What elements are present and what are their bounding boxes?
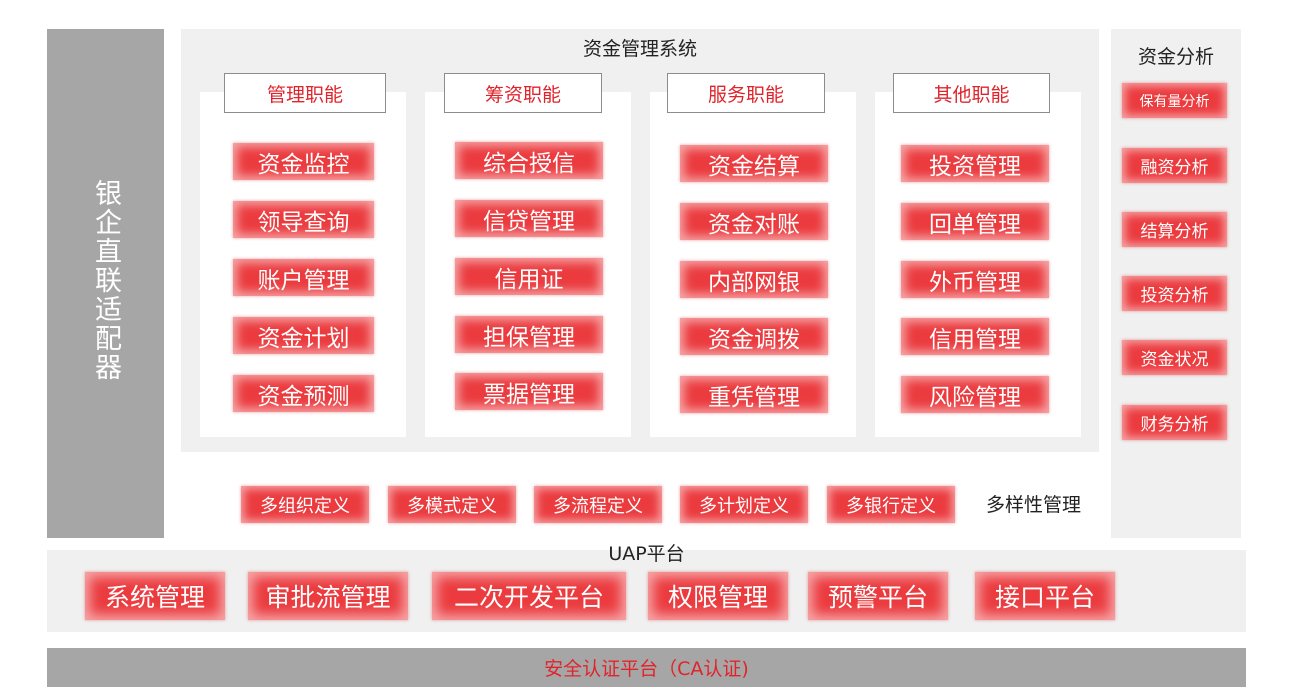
fund-monitoring-button[interactable]: 资金监控 xyxy=(233,143,374,180)
fund-settlement-button[interactable]: 资金结算 xyxy=(680,145,828,182)
bank-enterprise-adapter-bar xyxy=(47,29,164,538)
financing-functions-header: 筹资职能 xyxy=(444,73,602,113)
multi-org-definition-button[interactable]: 多组织定义 xyxy=(241,486,369,523)
multi-plan-definition-button[interactable]: 多计划定义 xyxy=(680,486,808,523)
loan-management-button[interactable]: 信贷管理 xyxy=(455,200,603,237)
bank-enterprise-adapter-label: 银企直联适配器 xyxy=(90,178,121,382)
financing-analysis-button[interactable]: 融资分析 xyxy=(1122,148,1227,183)
risk-management-button[interactable]: 风险管理 xyxy=(901,376,1049,413)
uap-platform-title: UAP平台 xyxy=(608,543,685,565)
multi-mode-definition-button[interactable]: 多模式定义 xyxy=(388,486,516,523)
interface-platform-button[interactable]: 接口平台 xyxy=(975,572,1115,620)
service-functions-header: 服务职能 xyxy=(667,73,825,113)
multi-bank-definition-button[interactable]: 多银行定义 xyxy=(827,486,955,523)
fund-management-system-title: 资金管理系统 xyxy=(582,38,697,60)
approval-flow-management-button[interactable]: 审批流管理 xyxy=(248,572,408,620)
fund-reconciliation-button[interactable]: 资金对账 xyxy=(680,203,828,240)
leader-query-button[interactable]: 领导查询 xyxy=(233,201,374,238)
security-auth-platform-bar: 安全认证平台（CA认证) xyxy=(47,648,1246,687)
fund-plan-button[interactable]: 资金计划 xyxy=(233,317,374,354)
investment-management-button[interactable]: 投资管理 xyxy=(901,145,1049,182)
other-functions-header: 其他职能 xyxy=(893,73,1050,113)
permission-management-button[interactable]: 权限管理 xyxy=(648,572,788,620)
holdings-analysis-button[interactable]: 保有量分析 xyxy=(1122,83,1227,118)
secondary-development-platform-button[interactable]: 二次开发平台 xyxy=(432,572,626,620)
investment-analysis-button[interactable]: 投资分析 xyxy=(1122,276,1227,311)
diversity-management-label: 多样性管理 xyxy=(986,494,1082,516)
system-management-button[interactable]: 系统管理 xyxy=(85,572,225,620)
account-management-button[interactable]: 账户管理 xyxy=(233,259,374,296)
fund-status-button[interactable]: 资金状况 xyxy=(1122,340,1227,375)
fund-forecast-button[interactable]: 资金预测 xyxy=(233,375,374,412)
voucher-management-button[interactable]: 重凭管理 xyxy=(680,376,828,413)
letter-of-credit-button[interactable]: 信用证 xyxy=(455,258,603,295)
financial-analysis-button[interactable]: 财务分析 xyxy=(1122,405,1227,440)
credit-management-button[interactable]: 信用管理 xyxy=(901,318,1049,355)
alert-platform-button[interactable]: 预警平台 xyxy=(808,572,948,620)
foreign-currency-management-button[interactable]: 外币管理 xyxy=(901,261,1049,298)
internal-online-bank-button[interactable]: 内部网银 xyxy=(680,261,828,298)
management-functions-header: 管理职能 xyxy=(224,73,386,113)
bill-management-button[interactable]: 票据管理 xyxy=(455,373,603,410)
comprehensive-credit-button[interactable]: 综合授信 xyxy=(455,142,603,179)
guarantee-management-button[interactable]: 担保管理 xyxy=(455,316,603,353)
multi-process-definition-button[interactable]: 多流程定义 xyxy=(534,486,662,523)
settlement-analysis-button[interactable]: 结算分析 xyxy=(1122,212,1227,247)
receipt-management-button[interactable]: 回单管理 xyxy=(901,203,1049,240)
fund-allocation-button[interactable]: 资金调拨 xyxy=(680,318,828,355)
fund-analysis-title: 资金分析 xyxy=(1137,46,1214,68)
